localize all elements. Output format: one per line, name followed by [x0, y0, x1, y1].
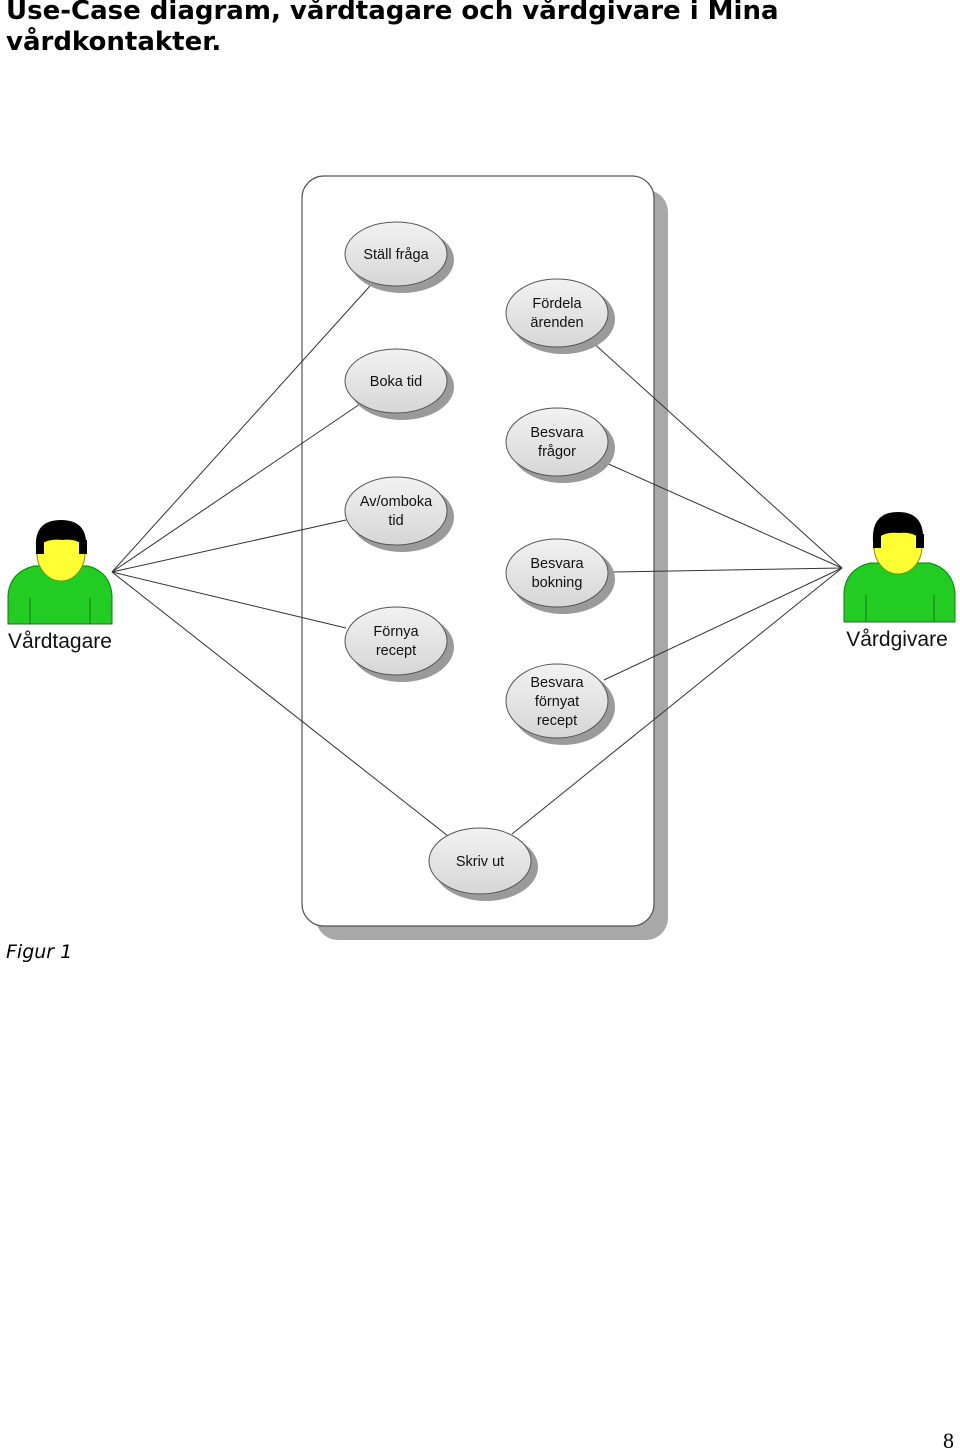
assoc-vardgivare-besvara-bokning: [611, 567, 843, 573]
use-case-besvara-fornyat-recept: Besvara förnyat recept: [505, 663, 615, 745]
use-case-label: Fördela: [532, 296, 582, 312]
use-case-label: recept: [376, 643, 416, 659]
system-boundary-box: [301, 175, 655, 927]
actor-label-vardtagare: Vårdtagare: [8, 630, 112, 653]
use-case-diagram: Ställ fråga Boka tid Av/omboka tid Förny…: [7, 175, 956, 940]
heading-line-2: vårdkontakter.: [6, 27, 222, 57]
use-case-label: ärenden: [530, 315, 583, 331]
assoc-vardtagare-avomboka-tid: [111, 519, 347, 573]
use-case-label: frågor: [538, 444, 576, 460]
associations: [111, 285, 843, 837]
page-heading: Use-Case diagram, vårdtagare och vårdgiv…: [6, 0, 946, 58]
person-icon: [843, 512, 956, 623]
use-case-stall-fraga: Ställ fråga: [344, 221, 454, 293]
use-case-label: Av/omboka: [360, 494, 433, 510]
use-case-label: Boka tid: [370, 374, 422, 390]
use-case-label: Skriv ut: [456, 854, 504, 870]
assoc-vardgivare-besvara-fornyat-recept: [603, 567, 843, 681]
assoc-vardtagare-skriv-ut: [111, 571, 449, 837]
assoc-vardgivare-skriv-ut: [511, 567, 843, 835]
assoc-vardgivare-fordela-arenden: [589, 339, 843, 569]
use-case-label: bokning: [532, 575, 583, 591]
use-case-label: Ställ fråga: [363, 247, 429, 263]
use-case-label: tid: [388, 513, 403, 529]
use-case-fordela-arenden: Fördela ärenden: [505, 278, 615, 354]
actor-vardtagare: Vårdtagare: [7, 520, 113, 653]
assoc-vardtagare-fornya-recept: [111, 571, 347, 629]
use-case-label: Besvara: [530, 425, 584, 441]
actor-label-vardgivare: Vårdgivare: [846, 628, 948, 651]
assoc-vardtagare-stall-fraga: [111, 285, 371, 573]
heading-line-1: Use-Case diagram, vårdtagare och vårdgiv…: [6, 0, 779, 26]
figure-caption: Figur 1: [6, 941, 73, 963]
use-case-label: Besvara: [530, 675, 584, 691]
actor-vardgivare: Vårdgivare: [843, 512, 956, 651]
use-case-avomboka-tid: Av/omboka tid: [344, 476, 454, 552]
use-case-label: Besvara: [530, 556, 584, 572]
page-number: 8: [943, 1428, 954, 1453]
use-case-boka-tid: Boka tid: [344, 348, 454, 420]
use-case-fornya-recept: Förnya recept: [344, 606, 454, 682]
use-case-besvara-fragor: Besvara frågor: [505, 407, 615, 483]
use-case-label: Förnya: [373, 624, 419, 640]
use-case-label: förnyat: [535, 694, 579, 710]
assoc-vardtagare-boka-tid: [111, 403, 361, 573]
assoc-vardgivare-besvara-fragor: [603, 461, 843, 569]
use-case-skriv-ut: Skriv ut: [428, 827, 538, 901]
use-case-besvara-bokning: Besvara bokning: [505, 538, 615, 614]
system-boundary: [301, 175, 668, 940]
person-icon: [7, 520, 113, 625]
use-case-label: recept: [537, 713, 577, 729]
